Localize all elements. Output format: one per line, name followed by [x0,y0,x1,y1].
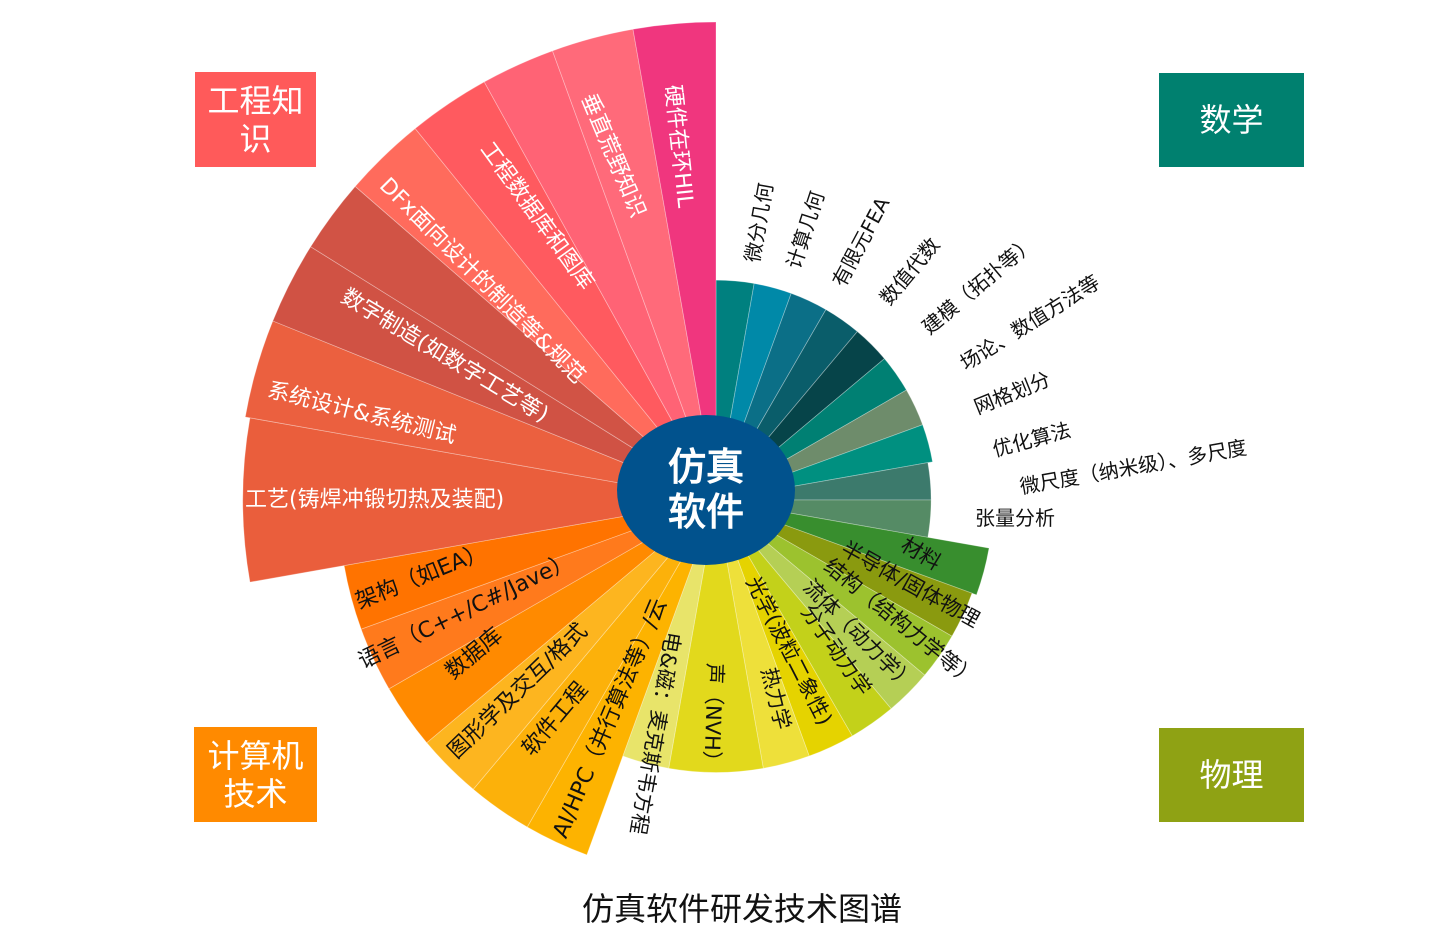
segment-label: 工艺(铸焊冲锻切热及装配) [245,488,504,513]
rose-segment [622,499,717,769]
segment-label: 张量分析 [975,506,1055,530]
category-label: 工程知识 [207,81,304,158]
rose-segment [715,499,926,710]
category-math: 数学 [1159,73,1304,167]
category-computer: 计算机技术 [194,727,317,822]
rose-segment [242,417,717,583]
rose-segment [715,499,953,676]
segment-label: 数值代数 [875,233,945,310]
rose-segment [472,499,717,828]
rose-segment [483,50,717,501]
category-label: 数学 [1199,101,1264,139]
category-physics: 物理 [1159,728,1304,822]
rose-segment [715,499,973,637]
rose-segment [310,185,717,501]
rose-segment [426,499,717,790]
rose-segment [360,499,717,690]
rose-segment [715,499,892,737]
segment-label: 声（NVH） [699,663,727,773]
rose-segment [632,21,717,501]
segment-label: 网格划分 [971,367,1054,419]
rose-segment [414,81,717,501]
segment-label: 计算几何 [782,188,830,272]
rose-segment [343,499,717,630]
rose-segment [526,499,717,856]
segment-label: 优化算法 [990,418,1073,462]
rose-segment [715,499,810,769]
rose-segment [272,246,717,501]
rose-segment [552,28,717,501]
category-engineering: 工程知识 [195,72,316,167]
center-label-line-1: 仿真 [668,445,744,489]
rose-segment [354,127,717,501]
segment-label: 微分几何 [740,181,778,264]
category-label: 计算机技术 [207,736,304,813]
category-label: 物理 [1199,756,1264,794]
rose-segment [388,499,717,744]
rose-segment [244,320,717,501]
chart-title: 仿真软件研发技术图谱 [581,890,902,928]
rose-segment [715,499,853,757]
segment-label: 有限元FEA [827,193,894,291]
rose-segment [668,499,764,773]
center-label-line-2: 软件 [668,490,744,534]
center-hub [617,415,795,565]
